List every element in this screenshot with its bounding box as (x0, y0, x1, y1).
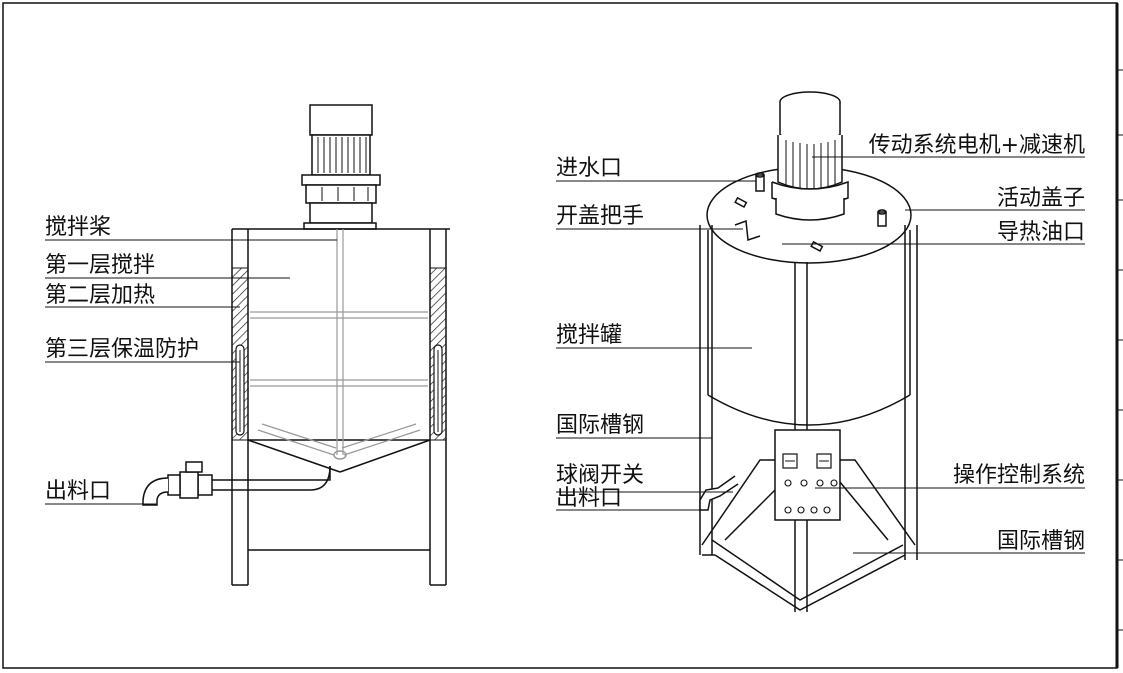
right-motor (771, 91, 849, 221)
left-motor (301, 104, 381, 230)
label-lid-handle: 开盖把手 (556, 204, 645, 229)
label-stirring-paddle: 搅拌桨 (45, 215, 112, 240)
label-right-outlet: 出料口 (556, 486, 623, 511)
label-layer1-stirring: 第一层搅拌 (45, 253, 156, 278)
label-left-outlet: 出料口 (45, 479, 112, 504)
label-control-system: 操作控制系统 (952, 463, 1085, 488)
label-mixing-tank: 搅拌罐 (556, 323, 623, 348)
left-leader-lines (45, 239, 337, 505)
right-tank-isometric-view (699, 91, 918, 612)
right-leader-lines (556, 156, 1085, 554)
label-layer3-insulation: 第三层保温防护 (45, 337, 200, 362)
label-ball-valve: 球阀开关 (556, 463, 645, 488)
label-movable-lid: 活动盖子 (996, 186, 1085, 211)
label-channel-steel-leg: 国际槽钢 (556, 413, 645, 438)
label-oil-port: 导热油口 (996, 220, 1085, 245)
label-motor-reducer: 传动系统电机+减速机 (868, 133, 1085, 158)
left-tank-section-view (142, 104, 450, 586)
label-layer2-heating: 第二层加热 (45, 283, 156, 308)
label-channel-steel-base: 国际槽钢 (996, 529, 1085, 554)
label-water-inlet: 进水口 (556, 156, 623, 181)
